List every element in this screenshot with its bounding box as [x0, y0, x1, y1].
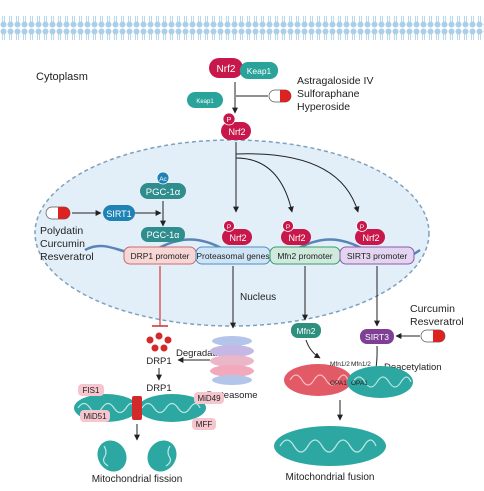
phospho-label: P [360, 224, 364, 231]
cell-membrane [0, 14, 484, 42]
nrf2-activator-2: Sulforaphane [297, 88, 360, 100]
nrf2-label: Nrf2 [217, 64, 236, 75]
fission-label: Mitochondrial fission [92, 474, 183, 485]
nrf2-phospho-top: P Nrf2 [221, 112, 251, 140]
phospho-label: P [227, 224, 231, 231]
capsule-icon [420, 329, 446, 343]
mfn12-label-right: Mfn1/2 [351, 361, 371, 368]
cytoplasm-label: Cytoplasm [36, 71, 88, 83]
nrf2-label: Nrf2 [229, 233, 246, 243]
opa1-label-right: OPA1 [351, 380, 368, 387]
keap1-label: Keap1 [247, 66, 272, 76]
acetyl-label: Ac [159, 176, 167, 183]
pgc1a-acetylated: Ac PGC-1α [140, 171, 186, 199]
fusion-label: Mitochondrial fusion [286, 472, 375, 483]
drp1-cluster [146, 332, 172, 352]
nrf2-keap1-complex: Nrf2 Keap1 [209, 58, 278, 79]
keap1-free-label: Keap1 [196, 99, 214, 105]
sirt1-activator-3: Resveratrol [40, 251, 94, 263]
mitochondrion-daughter-2 [147, 440, 177, 472]
proteasome-icon [210, 336, 254, 385]
mitochondrion-daughter-1 [97, 440, 127, 472]
drp1-promoter-label: DRP1 promoter [130, 251, 189, 261]
sirt3-activator-1: Curcumin [410, 303, 455, 315]
nrf2-label: Nrf2 [362, 233, 379, 243]
mid51-label: MiD51 [83, 412, 107, 421]
pgc1a-label: PGC-1α [146, 187, 181, 198]
phospho-label: P [227, 117, 232, 124]
sirt1-activator-1: Polydatin [40, 225, 83, 237]
mid49-tag: MiD49 [194, 392, 224, 404]
pgc1a-bound: PGC-1α [141, 227, 185, 242]
proteasomal-genes-label: Proteasomal genes [196, 251, 269, 261]
sirt3-activator-2: Resveratrol [410, 316, 464, 328]
mitochondria-fusing [284, 364, 413, 398]
opa1-label-left: OPA1 [330, 380, 347, 387]
drp1-promoter-box: DRP1 promoter [123, 246, 197, 265]
sirt1-node: SIRT1 [103, 205, 135, 221]
nucleus-label: Nucleus [240, 292, 276, 303]
proteasomal-genes-box: Proteasomal genes [195, 246, 271, 265]
keap1-free [187, 92, 223, 108]
arrow-nrf2-mfn2 [235, 157, 294, 213]
arrow-mfn2-mito [305, 339, 321, 359]
nrf2-label: Nrf2 [228, 127, 245, 137]
degradation-label: Degradation [176, 348, 228, 359]
nrf2-bound-3: P Nrf2 [355, 220, 385, 245]
mfn2-promoter-label: Mfn2 promoter [277, 251, 332, 261]
drp1-label-1: DRP1 [146, 356, 171, 367]
mfn2-promoter-box: Mfn2 promoter [269, 246, 341, 265]
phospho-label: P [286, 224, 290, 231]
fis1-label: FIS1 [83, 386, 100, 395]
deacetylation-label: Deacetylation [384, 362, 442, 373]
sirt1-label: SIRT1 [106, 209, 131, 219]
mid51-tag: MiD51 [80, 410, 110, 422]
nrf2-bound-2: P Nrf2 [281, 220, 311, 245]
sirt1-activator-2: Curcumin [40, 238, 85, 250]
mfn12-label-left: Mfn1/2 [330, 361, 350, 368]
pgc1a-label: PGC-1α [147, 230, 180, 240]
sirt3-promoter-label: SIRT3 promoter [347, 251, 407, 261]
sirt3-node: SIRT3 [360, 329, 394, 344]
sirt3-label: SIRT3 [365, 332, 389, 342]
arrow-nrf2-sirt3 [235, 153, 360, 213]
nrf2-label: Nrf2 [288, 233, 305, 243]
mff-label: MFF [196, 420, 213, 429]
capsule-icon [45, 206, 71, 220]
mid49-label: MiD49 [197, 394, 221, 403]
mfn2-label: Mfn2 [297, 326, 316, 336]
mitochondrion-fused [274, 426, 386, 466]
nrf2-activator-1: Astragaloside IV [297, 75, 373, 87]
capsule-icon [268, 89, 292, 103]
nrf2-activator-3: Hyperoside [297, 101, 350, 113]
sirt3-promoter-box: SIRT3 promoter [339, 246, 415, 265]
fis1-tag: FIS1 [78, 384, 104, 396]
mff-tag: MFF [192, 418, 216, 430]
nrf2-bound-1: P Nrf2 [222, 220, 252, 245]
mfn2-node: Mfn2 [291, 323, 321, 338]
proteasome-label: Proteasome [206, 390, 257, 401]
drp1-label-2: DRP1 [146, 383, 171, 394]
